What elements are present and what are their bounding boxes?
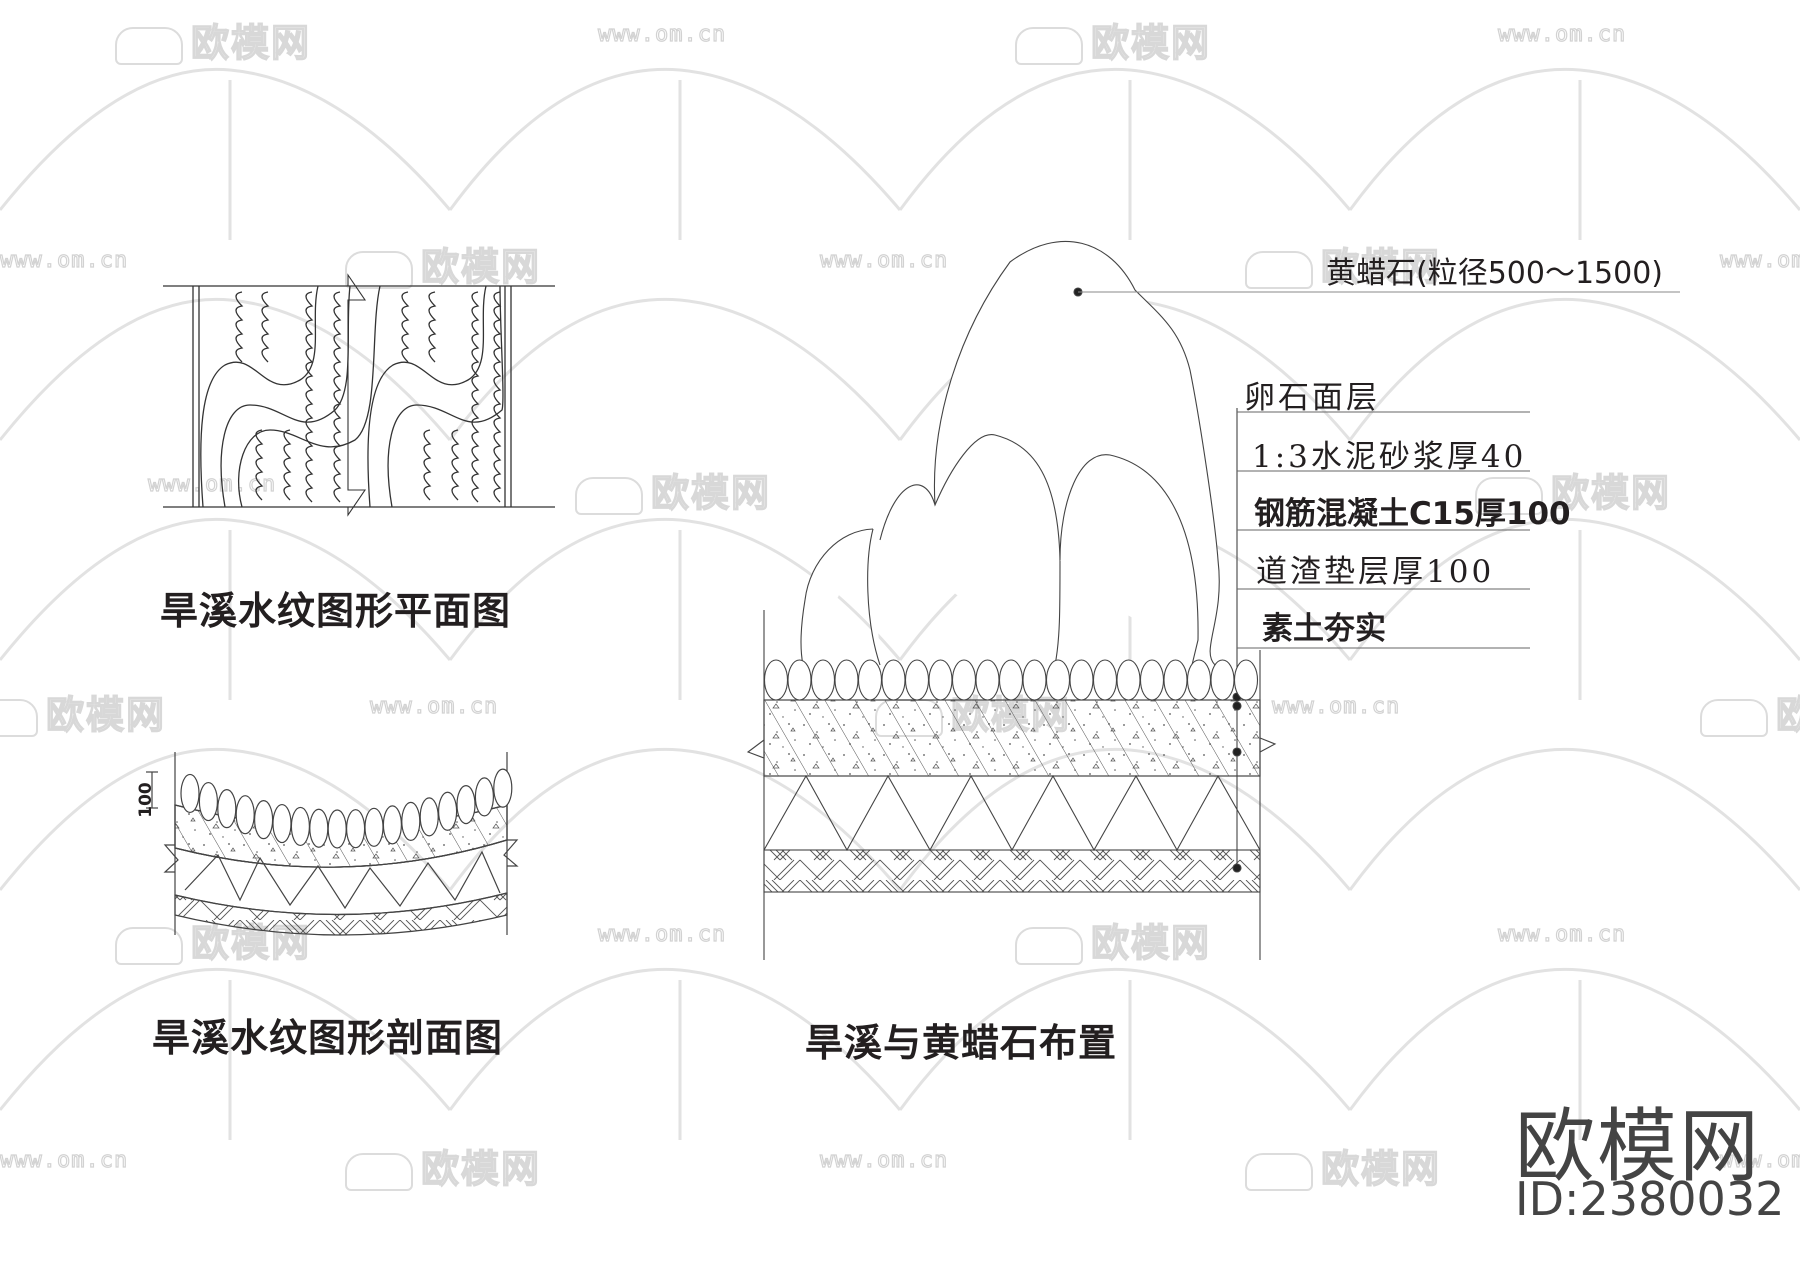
watermark-logo: 欧模网 <box>1475 462 1671 517</box>
watermark-logo: 欧模网 <box>115 12 311 67</box>
watermark-logo: 欧模网 <box>1015 912 1211 967</box>
brand-id: ID:2380032 <box>1515 1172 1785 1226</box>
sofa-icon <box>1015 26 1083 65</box>
watermark-url: www.om.cn <box>147 471 277 497</box>
watermark-url: www.om.cn <box>1497 21 1627 47</box>
plan-scallops <box>235 291 502 503</box>
sofa-icon <box>1475 476 1543 515</box>
sofa-icon <box>1245 1152 1313 1191</box>
plan-caption: 旱溪水纹图形平面图 <box>160 589 512 633</box>
layer-label-soil: 素土夯实 <box>1262 611 1386 647</box>
dimension-label: 100 <box>135 782 156 818</box>
rock-label: 黄蜡石(粒径500～1500) <box>1326 256 1664 291</box>
watermark-logo: 欧模网 <box>1245 236 1441 291</box>
watermark-logo: 欧模网 <box>345 236 541 291</box>
section-caption: 旱溪水纹图形剖面图 <box>152 1016 504 1060</box>
layout-pebbles <box>763 659 1259 701</box>
plan-view-drawing <box>163 273 555 517</box>
sofa-icon <box>1700 698 1768 737</box>
watermark-url: www.om.cn <box>597 921 727 947</box>
layer-label-concrete: 钢筋混凝土C15厚100 <box>1254 496 1571 532</box>
watermark-url: www.om.cn <box>0 247 129 273</box>
layout-view-drawing <box>746 240 1680 960</box>
watermark-logo: 欧模网 <box>345 1138 541 1193</box>
watermark-url: www.om.cn <box>1719 247 1800 273</box>
watermark-url: www.om.cn <box>0 1147 129 1173</box>
watermark-url: www.om.cn <box>819 247 949 273</box>
sofa-icon <box>345 1152 413 1191</box>
sofa-icon <box>115 926 183 965</box>
watermark-url: www.om.cn <box>1497 921 1627 947</box>
watermark-logo: 欧模网 <box>1015 12 1211 67</box>
watermark-logo: 欧模网 <box>575 462 771 517</box>
section-pebbles <box>180 768 513 849</box>
sofa-icon <box>0 698 38 737</box>
watermark-url: www.om.cn <box>369 693 499 719</box>
watermark-logo: 欧模网 <box>0 684 166 739</box>
layout-caption: 旱溪与黄蜡石布置 <box>805 1021 1118 1065</box>
sofa-icon <box>1015 926 1083 965</box>
watermark-url: www.om.cn <box>1719 1147 1800 1173</box>
watermark-logo: 欧模网 <box>1245 1138 1441 1193</box>
layer-label-ballast: 道渣垫层厚100 <box>1256 554 1495 590</box>
brand-name: 欧模网 <box>1515 1100 1761 1193</box>
watermark-url: www.om.cn <box>597 21 727 47</box>
layer-label-mortar: 1:3水泥砂浆厚40 <box>1252 439 1527 475</box>
sofa-icon <box>1245 250 1313 289</box>
watermark-url: www.om.cn <box>1271 693 1401 719</box>
layer-label-pebble: 卵石面层 <box>1244 380 1380 416</box>
sofa-icon <box>115 26 183 65</box>
watermark-url: www.om.cn <box>819 1147 949 1173</box>
sofa-icon <box>575 476 643 515</box>
sofa-icon <box>345 250 413 289</box>
watermark-logo: 欧模网 <box>1700 684 1800 739</box>
